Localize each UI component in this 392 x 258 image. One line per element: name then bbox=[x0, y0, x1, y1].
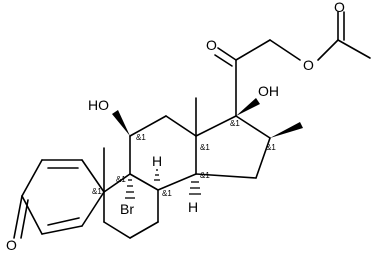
bond bbox=[195, 115, 237, 137]
bond bbox=[214, 54, 233, 67]
hydrogen-label: H bbox=[188, 199, 198, 215]
bond bbox=[337, 39, 371, 59]
bond bbox=[20, 199, 29, 239]
bond bbox=[235, 39, 271, 61]
stereo-label: &1 bbox=[116, 175, 126, 184]
bond bbox=[21, 195, 43, 235]
bond bbox=[157, 173, 197, 191]
wedge-bond bbox=[270, 122, 303, 138]
bond bbox=[235, 115, 271, 139]
bond bbox=[13, 195, 23, 239]
hashed-bond bbox=[125, 179, 135, 199]
wedge-bond bbox=[112, 110, 130, 136]
stereo-label: &1 bbox=[266, 143, 276, 152]
ester-oxygen-label: O bbox=[303, 57, 314, 73]
stereo-label: &1 bbox=[230, 119, 240, 128]
ketone-oxygen-label: O bbox=[6, 237, 17, 253]
bond bbox=[129, 221, 159, 239]
bond bbox=[21, 159, 43, 197]
bond bbox=[165, 115, 197, 137]
hydrogen-label: H bbox=[152, 153, 162, 169]
hashed-bond bbox=[154, 169, 160, 181]
bromine-label: Br bbox=[120, 201, 134, 217]
bond bbox=[255, 137, 271, 179]
stereo-label: &1 bbox=[200, 171, 210, 180]
hashed-bond bbox=[189, 181, 201, 195]
bond bbox=[81, 159, 105, 193]
ketone-oxygen-label: O bbox=[206, 37, 217, 53]
hydroxyl-label: HO bbox=[88, 97, 109, 113]
stereo-label: &1 bbox=[200, 143, 210, 152]
bond bbox=[47, 217, 80, 226]
bond bbox=[103, 221, 131, 239]
bond bbox=[129, 115, 167, 137]
bond bbox=[317, 39, 339, 61]
acetyl-oxygen-label: O bbox=[334, 0, 345, 15]
bond bbox=[41, 225, 83, 235]
hydroxyl-label: OH bbox=[258, 83, 279, 99]
bond bbox=[81, 191, 105, 227]
bond bbox=[129, 173, 159, 191]
bond bbox=[217, 47, 237, 61]
wedge-bond bbox=[236, 98, 260, 116]
bond bbox=[195, 173, 257, 179]
stereo-label: &1 bbox=[92, 187, 102, 196]
stereo-label: &1 bbox=[136, 133, 146, 142]
stereo-label: &1 bbox=[162, 189, 172, 198]
bond bbox=[269, 39, 301, 61]
bond bbox=[103, 173, 131, 193]
